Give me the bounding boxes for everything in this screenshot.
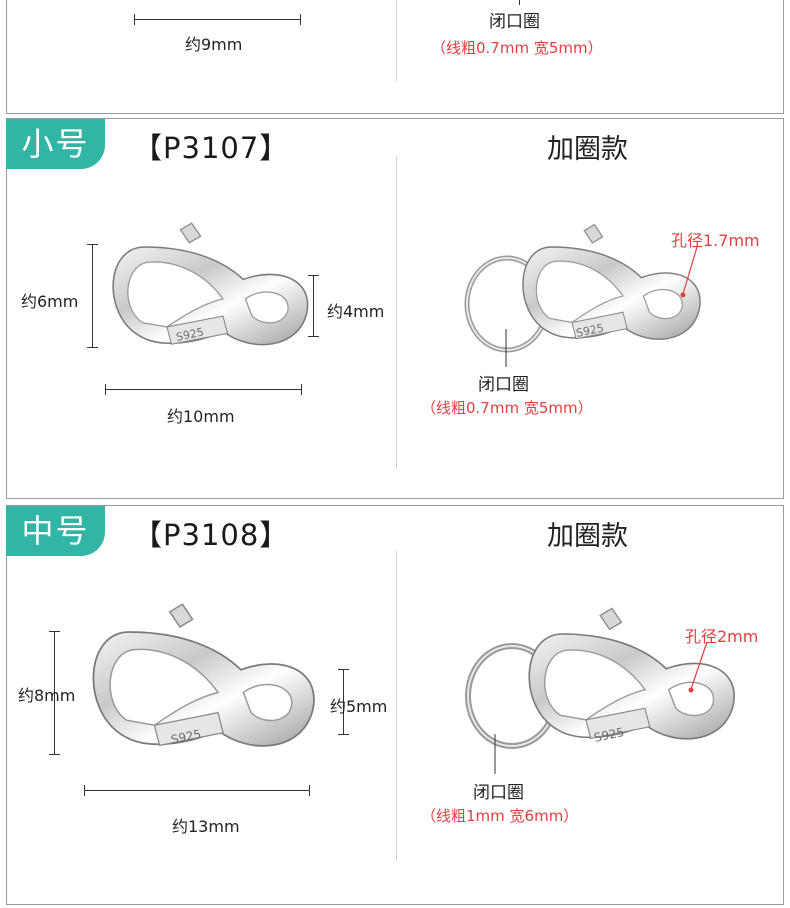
panel-divider: [396, 551, 397, 861]
hole-diameter-label: 孔径2mm: [685, 627, 759, 646]
inner-height-label: 约4mm: [327, 302, 385, 321]
height-label: 约6mm: [21, 292, 79, 311]
small-size-panel: 小号 【P3107】 加圈款 约6mm 约4mm 约10mm S925 S925…: [6, 118, 784, 499]
inner-height-dimension-line: [308, 275, 319, 337]
size-tag-small: 小号: [6, 119, 105, 169]
engraving-s925-ring: S925: [575, 321, 605, 340]
ring-leader-line: [519, 0, 520, 5]
variant-title-medium: 加圈款: [547, 521, 628, 552]
ring-label: 闭口圈: [478, 375, 529, 395]
width-dimension-line: [84, 785, 310, 796]
panel-divider: [396, 157, 397, 469]
width-label: 约10mm: [167, 407, 235, 426]
lobster-clasp-illustration-medium: S925 S925: [92, 603, 735, 774]
inner-height-label: 约5mm: [330, 697, 388, 716]
model-number-small: 【P3107】: [133, 131, 290, 165]
width-dimension-line: [134, 14, 301, 25]
height-label: 约8mm: [18, 686, 76, 705]
width-label: 约13mm: [172, 817, 240, 836]
model-number-medium: 【P3108】: [133, 518, 290, 552]
top-spec-panel: 约9mm 闭口圈 （线粗0.7mm 宽5mm）: [6, 0, 784, 114]
medium-size-panel: 中号 【P3108】 加圈款 约8mm 约5mm 约13mm S925 S925…: [6, 505, 784, 905]
height-dimension-line: [49, 631, 60, 755]
width-dimension-line: [105, 384, 302, 395]
height-dimension-line: [87, 244, 98, 348]
size-tag-medium: 中号: [6, 506, 105, 556]
ring-label: 闭口圈: [473, 783, 524, 803]
ring-spec: （线粗0.7mm 宽5mm）: [431, 39, 603, 57]
panel-divider: [396, 0, 397, 81]
engraving-s925: S925: [175, 325, 205, 344]
inner-height-dimension-line: [338, 669, 349, 735]
lobster-clasp-illustration-small: S925 S925: [112, 222, 701, 367]
engraving-s925-ring: S925: [593, 725, 626, 745]
ring-spec: （线粗1mm 宽6mm）: [421, 807, 579, 825]
engraving-s925: S925: [170, 727, 203, 747]
ring-spec: （线粗0.7mm 宽5mm）: [421, 399, 593, 417]
ring-label: 闭口圈: [489, 12, 540, 32]
width-label: 约9mm: [185, 35, 243, 54]
hole-diameter-label: 孔径1.7mm: [671, 231, 760, 250]
variant-title-small: 加圈款: [547, 134, 628, 165]
